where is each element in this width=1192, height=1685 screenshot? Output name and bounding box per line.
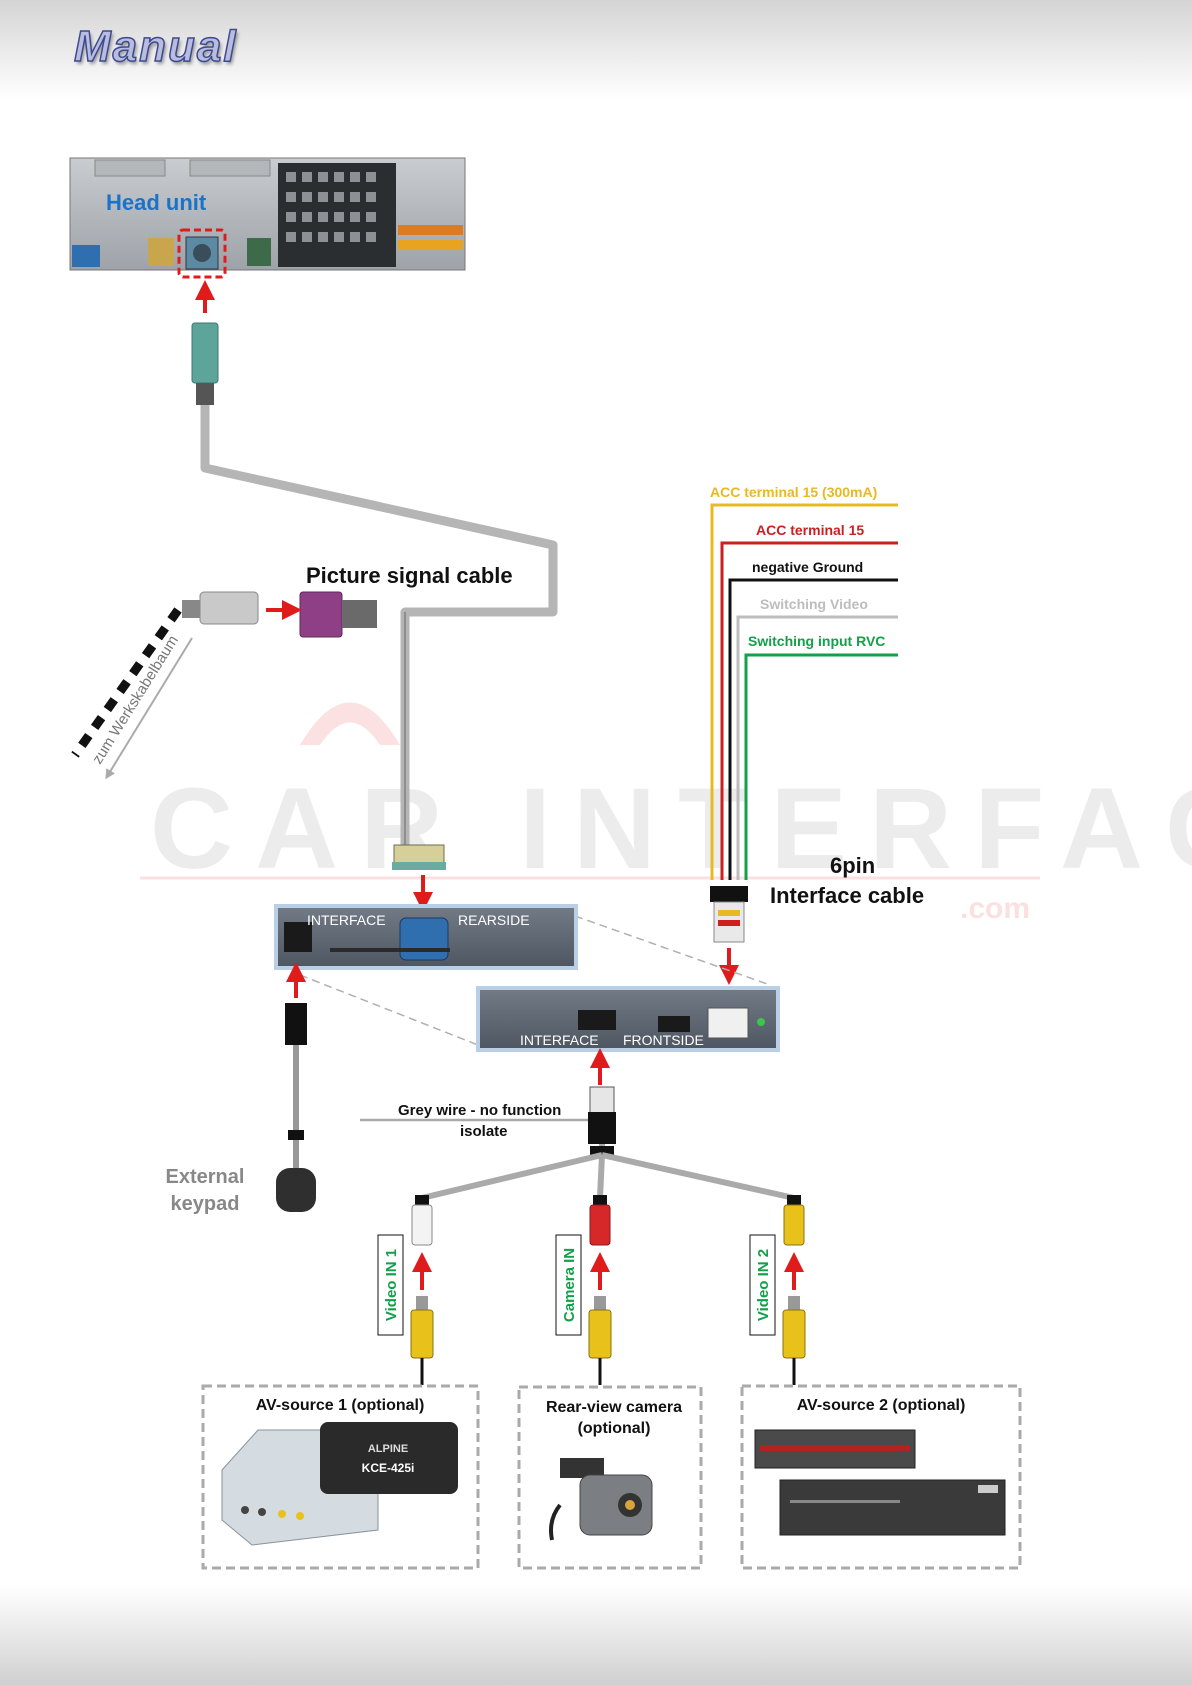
wire-label-switch-rvc: Switching input RVC — [748, 633, 885, 649]
rca-male-video1 — [410, 1309, 434, 1359]
six-pin-label: 6pin — [830, 853, 875, 878]
interface-front-label-right: FRONTSIDE — [623, 1032, 704, 1048]
wire-label-ground: negative Ground — [752, 559, 863, 575]
fakra-green — [247, 238, 271, 266]
wire-label-acc-300: ACC terminal 15 (300mA) — [710, 484, 877, 500]
rca-male-video2 — [782, 1309, 806, 1359]
camera-label-line1: Rear-view camera — [546, 1399, 682, 1416]
av2-label: AV-source 2 (optional) — [797, 1397, 966, 1414]
external-keypad: External keypad — [166, 962, 316, 1215]
av-port — [578, 1010, 616, 1030]
camera-label-line2: (optional) — [578, 1420, 651, 1437]
watermark-text: CAR INTERFACE — [150, 765, 1192, 893]
led-icon — [757, 1018, 765, 1026]
watermark-logo-icon — [300, 702, 400, 745]
head-unit-label: Head unit — [106, 190, 207, 215]
interface-rear-box: INTERFACE REARSIDE — [274, 904, 771, 1046]
keypad-label-line2: keypad — [171, 1193, 240, 1215]
six-pin-plug — [710, 886, 748, 902]
av-plug — [588, 1112, 616, 1144]
fakra-blue — [72, 245, 100, 267]
grey-wire-label-line1: Grey wire - no function — [398, 1102, 561, 1119]
dvd-changer-icon — [779, 1479, 1006, 1536]
page-header — [0, 0, 1192, 100]
video2-label: Video IN 2 — [755, 1249, 772, 1321]
head-unit: Head unit — [69, 157, 466, 279]
usb-port — [658, 1016, 690, 1032]
fakra-plug-grey — [199, 591, 259, 625]
wire-switch-rvc — [744, 653, 898, 880]
fakra-plug-top — [191, 322, 219, 384]
wire-switch-video — [736, 615, 898, 880]
keypad-plug — [285, 1003, 307, 1045]
rca-female-red — [589, 1204, 611, 1246]
video1-label: Video IN 1 — [383, 1249, 400, 1321]
source-av1: AV-source 1 (optional) ALPINE KCE-425i — [201, 1384, 480, 1570]
fakra-yellow — [148, 238, 174, 266]
interface-rear-label-left: INTERFACE — [307, 912, 386, 928]
interface-cable-label: Interface cable — [770, 883, 924, 908]
werkskabelbaum-label: zum Werkskabelbaum — [89, 632, 182, 767]
camera-mount-icon — [560, 1458, 604, 1478]
picture-signal-cable: Picture signal cable — [182, 322, 558, 870]
wire-ground — [728, 578, 898, 880]
interface-front-box: INTERFACE FRONTSIDE — [476, 986, 780, 1052]
source-camera: Rear-view camera (optional) — [517, 1385, 703, 1570]
fakra-port — [399, 917, 449, 961]
watermark: CAR INTERFACE .com — [140, 702, 1192, 925]
kce-model: KCE-425i — [362, 1461, 415, 1475]
interface-rear-label-right: REARSIDE — [458, 912, 530, 928]
picture-signal-cable-label: Picture signal cable — [306, 563, 513, 588]
kce-box-icon — [320, 1422, 458, 1494]
camera-label-box — [555, 1234, 582, 1336]
video2-label-box — [749, 1234, 776, 1336]
keypad-device-icon — [276, 1168, 316, 1212]
video1-label-box — [377, 1234, 404, 1336]
kce-brand: ALPINE — [368, 1443, 408, 1455]
werkskabelbaum: zum Werkskabelbaum — [71, 607, 193, 780]
fakra-plug-violet — [299, 591, 343, 638]
wire-acc — [720, 541, 898, 880]
page-footer — [0, 1585, 1192, 1685]
av1-label: AV-source 1 (optional) — [256, 1397, 425, 1414]
source-av2: AV-source 2 (optional) — [740, 1384, 1022, 1570]
six-pin-port — [707, 1007, 749, 1039]
av-cable-tree: Grey wire - no function isolate Video IN… — [360, 1048, 806, 1385]
wire-acc-300 — [710, 503, 898, 880]
rca-female-yellow — [783, 1204, 805, 1246]
wire-label-acc: ACC terminal 15 — [756, 522, 864, 538]
camera-label: Camera IN — [561, 1248, 578, 1322]
grey-wire-label-line2: isolate — [460, 1123, 508, 1140]
camera-body-icon — [579, 1474, 653, 1536]
interface-front-label-left: INTERFACE — [520, 1032, 599, 1048]
rca-female-white — [411, 1204, 433, 1246]
six-pin-wires: ACC terminal 15 (300mA) ACC terminal 15 … — [710, 484, 924, 943]
keypad-label-line1: External — [166, 1166, 245, 1188]
wire-label-switch-video: Switching Video — [760, 596, 868, 612]
keypad-port — [284, 922, 312, 952]
rca-male-camera — [588, 1309, 612, 1359]
watermark-suffix: .com — [960, 892, 1030, 925]
page-title: Manual — [73, 21, 238, 72]
